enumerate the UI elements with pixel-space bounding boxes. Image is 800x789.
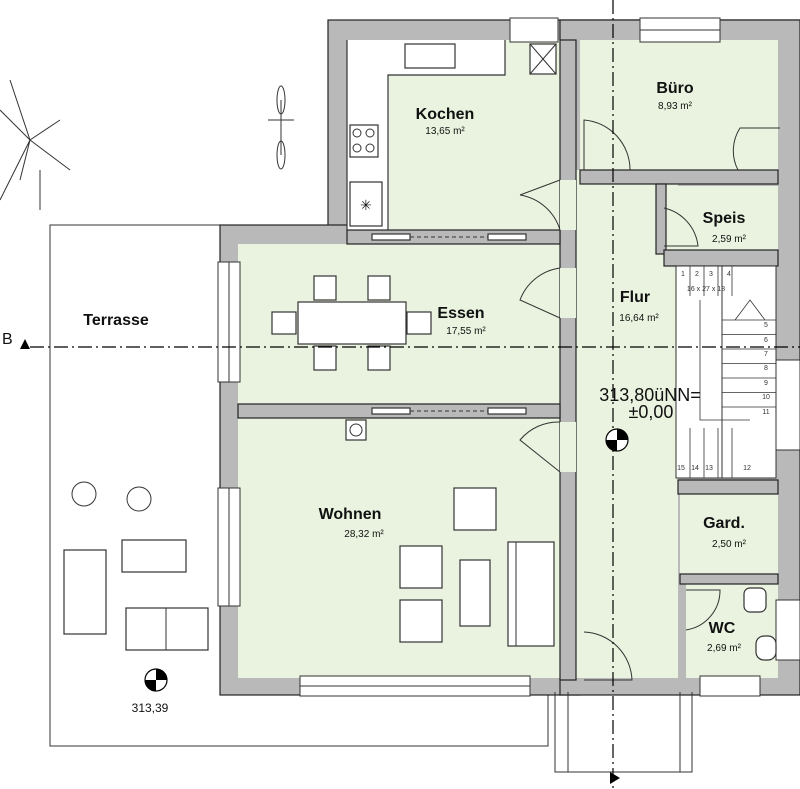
svg-text:✳: ✳: [360, 197, 372, 213]
stair-step-number: 5: [764, 322, 768, 329]
bicycle-icon: [268, 85, 294, 170]
entrance-landing: [554, 692, 693, 773]
section-axis: [20, 0, 800, 789]
stair-step-number: 6: [764, 337, 768, 344]
stair-step-number: 3: [709, 271, 713, 278]
stair-spec: 16 x 27 x 18: [687, 286, 725, 293]
doors: [519, 119, 780, 681]
level-marker-main: [605, 428, 629, 452]
room-label-flur: Flur: [620, 289, 650, 306]
room-label-wc: WC: [709, 620, 736, 637]
room-label-terrasse: Terrasse: [83, 312, 149, 329]
stair-step-number: 12: [743, 465, 751, 472]
room-label-essen: Essen: [437, 305, 484, 322]
wc-fixtures: [743, 587, 777, 661]
level-label-terrace: 313,39: [132, 701, 169, 715]
section-marker-label: B: [2, 331, 13, 348]
room-label-kochen: Kochen: [416, 106, 475, 123]
stair-step-number: 10: [762, 394, 770, 401]
living-furniture: [345, 419, 555, 647]
room-area-buero: 8,93 m²: [658, 101, 693, 112]
terrace-furniture: [63, 481, 209, 651]
stair-step-number: 4: [727, 271, 731, 278]
room-area-wohnen: 28,32 m²: [344, 529, 384, 540]
stair-step-number: 7: [764, 351, 768, 358]
floor-wohnen: [238, 418, 560, 678]
dining-furniture: [271, 275, 432, 371]
level-marker-terrace: [144, 668, 168, 692]
room-area-flur: 16,64 m²: [619, 313, 659, 324]
stair-step-number: 13: [705, 465, 713, 472]
stair-step-number: 1: [681, 271, 685, 278]
room-label-gard: Gard.: [703, 515, 745, 532]
room-area-speis: 2,59 m²: [712, 234, 747, 245]
room-area-gard: 2,50 m²: [712, 539, 747, 550]
level-label-main-2: ±0,00: [629, 402, 674, 422]
level-label-main-1: 313,80üNN=: [599, 385, 701, 405]
sliding-doors: [371, 233, 527, 415]
terrace-outline: [49, 224, 549, 747]
stair-step-number: 11: [762, 409, 769, 416]
floor-flur: [576, 170, 678, 678]
stair-step-number: 9: [764, 380, 768, 387]
room-area-essen: 17,55 m²: [446, 326, 486, 337]
floor-gard: [680, 494, 778, 574]
stair-step-number: 14: [691, 465, 699, 472]
room-label-wohnen: Wohnen: [319, 506, 382, 523]
floor-speis: [664, 186, 778, 252]
stair-step-number: 15: [677, 465, 685, 472]
stair-step-number: 8: [764, 365, 768, 372]
room-area-wc: 2,69 m²: [707, 643, 742, 654]
room-label-buero: Büro: [656, 80, 694, 97]
stair-step-number: 2: [695, 271, 699, 278]
room-area-kochen: 13,65 m²: [425, 126, 465, 137]
room-label-speis: Speis: [703, 210, 746, 227]
kitchen-fixtures: ✳: [346, 40, 557, 231]
tree-icon: [0, 79, 71, 210]
